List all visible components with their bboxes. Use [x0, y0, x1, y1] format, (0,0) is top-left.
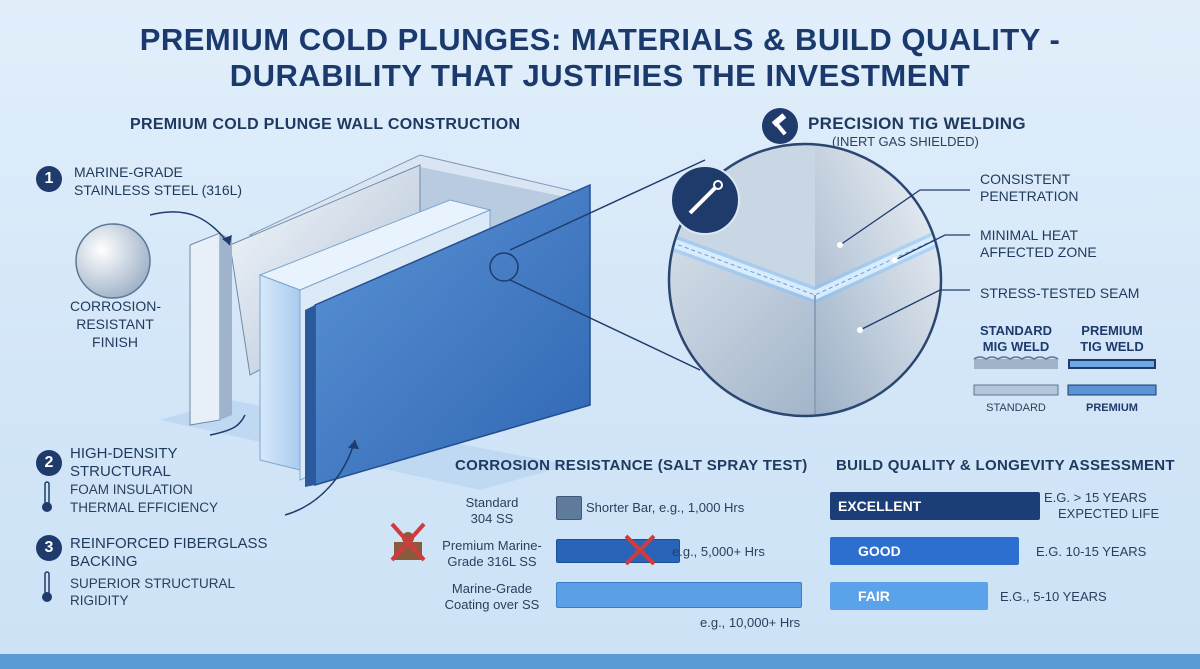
page-title-line2: DURABILITY THAT JUSTIFIES THE INVESTMENT [229, 58, 971, 93]
layer-2-number: 2 [36, 450, 62, 476]
welding-torch-icon [670, 165, 740, 235]
cross-icon [624, 534, 656, 566]
quality-value-label: e.g. 10-15 YEARS [1036, 544, 1147, 559]
layer-3-line1: REINFORCED FIBERGLASS [70, 535, 268, 552]
layer-1-line1: MARINE-GRADE [74, 164, 183, 180]
rigidity-line2: RIGIDITY [70, 593, 129, 608]
layer-3-line2: BACKING [70, 553, 138, 570]
callout-heat-line2: AFFECTED ZONE [980, 244, 1097, 260]
finish-line1: CORROSION- [70, 298, 161, 314]
corrosion-value-label: Shorter Bar, e.g., 1,000 Hrs [586, 500, 745, 515]
corrosion-category-label: Marine-Grade Coating over SS [444, 581, 540, 612]
thermal-efficiency: THERMAL EFFICIENCY [70, 500, 219, 515]
footer-band [0, 654, 1200, 669]
callout-heat-line1: MINIMAL HEAT [980, 227, 1079, 243]
layer-1-number: 1 [36, 166, 62, 192]
mig-weld-title: STANDARD MIG WELD [980, 323, 1052, 354]
weld-heading: PRECISION TIG WELDING [808, 114, 1026, 133]
thermometer-icon [42, 481, 52, 512]
layer-2-line3: FOAM INSULATION [70, 482, 193, 497]
standard-caption: STANDARD [986, 402, 1046, 414]
finish-sample-icon [75, 223, 151, 299]
thermometer-icon [42, 571, 52, 602]
corrosion-bar [556, 496, 582, 520]
corrosion-value-label: e.g., 10,000+ Hrs [700, 615, 801, 630]
callout-lines [837, 189, 970, 333]
quality-bar: EXCELLENT [830, 492, 1040, 520]
finish-line3: FINISH [92, 334, 138, 350]
weld-subheading: (INERT GAS SHIELDED) [832, 134, 979, 149]
layer-2-line2: STRUCTURAL [70, 463, 171, 480]
corrosion-bar [556, 582, 802, 608]
corrosion-bar [556, 539, 680, 563]
weld-comparison-samples [973, 356, 1157, 396]
wall-construction-illustration [150, 154, 592, 516]
callout-penetration-line2: PENETRATION [980, 188, 1079, 204]
corrosion-category-label: Standard 304 SS [465, 495, 519, 526]
quality-value-label: e.g., 5-10 YEARS [1000, 589, 1107, 604]
page-title-line1: PREMIUM COLD PLUNGES: MATERIALS & BUILD … [139, 22, 1061, 57]
quality-bar: GOOD [830, 537, 1019, 565]
quality-chart-title: BUILD QUALITY & LONGEVITY ASSESSMENT [836, 457, 1175, 474]
premium-caption: PREMIUM [1086, 402, 1138, 414]
quality-bar-label: GOOD [858, 543, 901, 559]
callout-stress-line1: STRESS-TESTED SEAM [980, 285, 1140, 301]
layer-1-line2: STAINLESS STEEL (316L) [74, 182, 243, 198]
corrosion-chart-title: CORROSION RESISTANCE (SALT SPRAY TEST) [455, 457, 808, 474]
quality-bar-label: FAIR [858, 588, 890, 604]
layer-3-number: 3 [36, 535, 62, 561]
corrosion-value-label: e.g., 5,000+ Hrs [672, 544, 765, 559]
finish-line2: RESISTANT [76, 316, 154, 332]
magnifier-connector [509, 159, 706, 371]
quality-value-label: e.g. > 15 YEARS EXPECTED LIFE [1044, 490, 1160, 521]
tig-weld-title: PREMIUM TIG WELD [1080, 323, 1144, 354]
rigidity-line1: SUPERIOR STRUCTURAL [70, 576, 236, 591]
wall-heading: PREMIUM COLD PLUNGE WALL CONSTRUCTION [130, 116, 521, 133]
corrosion-category-label: Premium Marine- Grade 316L SS [442, 538, 542, 569]
callout-penetration-line1: CONSISTENT [980, 171, 1071, 187]
quality-bar-label: EXCELLENT [838, 498, 922, 514]
hammer-icon [762, 108, 798, 144]
cross-icon [390, 522, 426, 562]
layer-2-line1: HIGH-DENSITY [70, 445, 178, 462]
weld-seam-marker [489, 252, 519, 282]
quality-bar: FAIR [830, 582, 988, 610]
